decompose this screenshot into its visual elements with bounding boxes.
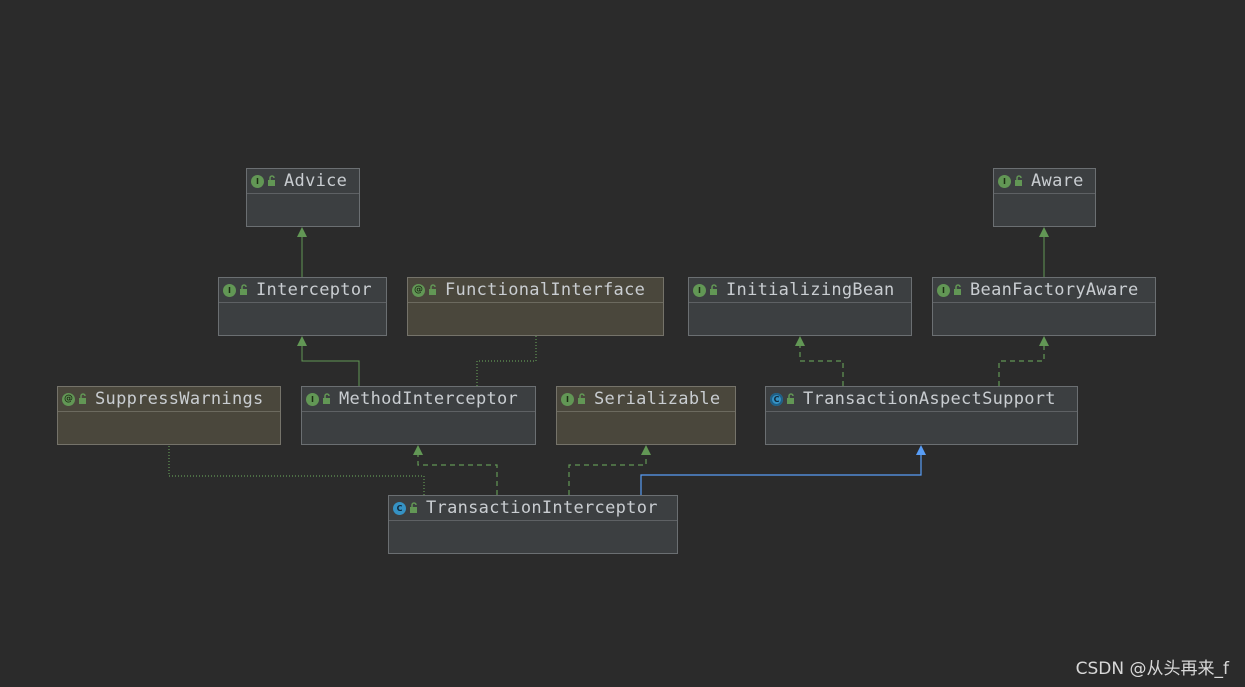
public-lock-icon (954, 284, 961, 295)
edge-bean-factory-aware-to-aware (1039, 227, 1049, 277)
interface-icon: I (561, 392, 574, 406)
edge-transaction-interceptor-to-transaction-aspect-support (640, 445, 926, 495)
arrowhead-icon (916, 445, 926, 455)
node-name: MethodInterceptor (339, 389, 519, 409)
public-lock-icon (240, 284, 247, 295)
node-interceptor[interactable]: I Interceptor (218, 277, 387, 336)
node-bean-factory-aware[interactable]: I BeanFactoryAware (932, 277, 1156, 336)
interface-icon: I (693, 283, 706, 297)
node-name: Advice (284, 171, 348, 191)
node-name: TransactionInterceptor (426, 498, 658, 518)
node-functional-interface[interactable]: @ FunctionalInterface (407, 277, 664, 336)
node-aware[interactable]: I Aware (993, 168, 1096, 227)
arrowhead-icon (297, 227, 307, 237)
node-method-interceptor[interactable]: I MethodInterceptor (301, 386, 536, 445)
interface-icon: I (306, 392, 319, 406)
node-advice[interactable]: I Advice (246, 168, 360, 227)
class-icon: C (393, 501, 406, 515)
arrowhead-icon (1039, 336, 1049, 346)
edge-method-interceptor-to-functional-interface (476, 336, 537, 386)
public-lock-icon (578, 393, 585, 404)
edge-transaction-interceptor-to-suppress-warnings (168, 445, 425, 495)
public-lock-icon (410, 502, 417, 513)
interface-icon: I (937, 283, 950, 297)
arrowhead-icon (641, 445, 651, 455)
arrowhead-icon (795, 336, 805, 346)
node-name: Interceptor (256, 280, 372, 300)
arrowhead-icon (297, 336, 307, 346)
node-name: SuppressWarnings (95, 389, 264, 409)
edge-interceptor-to-advice (297, 227, 307, 277)
public-lock-icon (1015, 175, 1022, 186)
edge-method-interceptor-to-interceptor (297, 336, 360, 386)
node-name: Serializable (594, 389, 721, 409)
edge-transaction-interceptor-to-method-interceptor (413, 445, 498, 495)
edge-transaction-aspect-support-to-initializing-bean (795, 336, 844, 386)
abstract-class-icon: C (770, 392, 783, 406)
node-initializing-bean[interactable]: I InitializingBean (688, 277, 912, 336)
node-name: FunctionalInterface (445, 280, 646, 300)
node-name: BeanFactoryAware (970, 280, 1139, 300)
arrowhead-icon (413, 445, 423, 455)
node-serializable[interactable]: I Serializable (556, 386, 736, 445)
annotation-icon: @ (62, 392, 75, 406)
node-suppress-warnings[interactable]: @ SuppressWarnings (57, 386, 281, 445)
interface-icon: I (251, 174, 264, 188)
public-lock-icon (429, 284, 436, 295)
public-lock-icon (787, 393, 794, 404)
annotation-icon: @ (412, 283, 425, 297)
node-transaction-aspect-support[interactable]: C TransactionAspectSupport (765, 386, 1078, 445)
watermark: CSDN @从头再来_f (1075, 659, 1229, 679)
interface-icon: I (998, 174, 1011, 188)
public-lock-icon (323, 393, 330, 404)
node-name: InitializingBean (726, 280, 895, 300)
node-name: TransactionAspectSupport (803, 389, 1056, 409)
arrowhead-icon (1039, 227, 1049, 237)
node-transaction-interceptor[interactable]: C TransactionInterceptor (388, 495, 678, 554)
node-name: Aware (1031, 171, 1084, 191)
edge-transaction-interceptor-to-serializable (568, 445, 651, 495)
public-lock-icon (79, 393, 86, 404)
public-lock-icon (268, 175, 275, 186)
public-lock-icon (710, 284, 717, 295)
interface-icon: I (223, 283, 236, 297)
edge-transaction-aspect-support-to-bean-factory-aware (998, 336, 1049, 386)
